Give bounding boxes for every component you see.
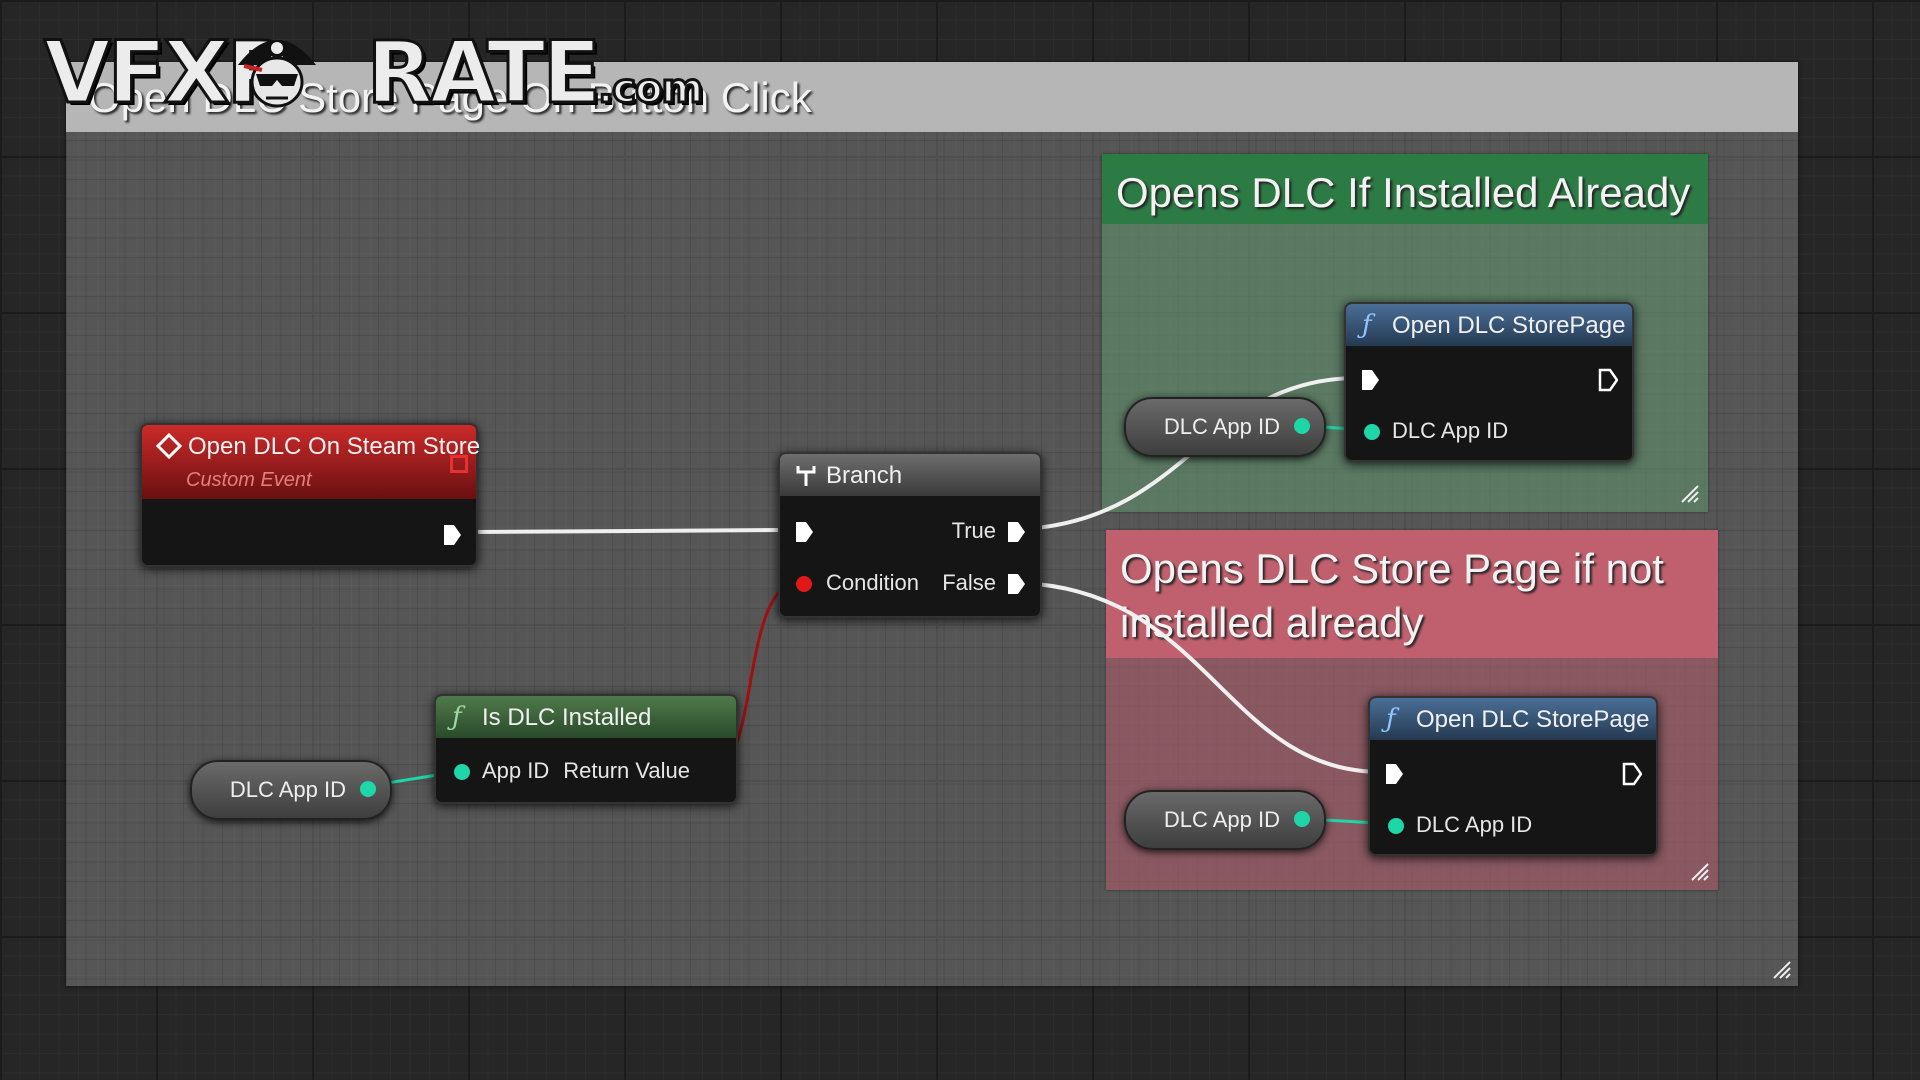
delegate-pin-icon[interactable] <box>450 455 468 473</box>
exec-out-pin-icon[interactable] <box>1598 368 1618 392</box>
app-id-label: App ID <box>482 758 550 783</box>
branch-node-header[interactable]: Branch <box>780 454 1040 496</box>
dlc-app-id-label-bottom: DLC App ID <box>1416 812 1533 837</box>
condition-pin-icon[interactable] <box>796 576 812 592</box>
dlc-app-id-variable-top[interactable]: DLC App ID <box>1124 397 1326 457</box>
dlc-app-id-in-pin-icon[interactable] <box>1388 818 1404 834</box>
variable-out-pin-icon[interactable] <box>360 781 376 797</box>
dlc-app-id-variable-left[interactable]: DLC App ID <box>190 760 392 820</box>
open-store-page-node-top[interactable]: ƒ Open DLC StorePage DLC App ID <box>1344 302 1634 462</box>
event-node-title: Open DLC On Steam Store <box>188 433 481 460</box>
exec-in-pin-icon[interactable] <box>1384 762 1404 786</box>
branch-node[interactable]: Branch True Condition False <box>778 452 1042 618</box>
main-comment-title-bar[interactable]: Open DLC Store Page On Button Click <box>66 62 1798 132</box>
comment-title-installed: Opens DLC If Installed Already <box>1116 169 1691 216</box>
app-id-in-pin-icon[interactable] <box>454 764 470 780</box>
open-store-page-header-bottom[interactable]: ƒ Open DLC StorePage <box>1370 698 1656 740</box>
exec-out-pin-icon[interactable] <box>442 523 462 547</box>
resize-handle-icon[interactable] <box>1690 862 1710 882</box>
is-dlc-installed-title: Is DLC Installed <box>482 704 652 731</box>
exec-out-pin-icon[interactable] <box>1622 762 1642 786</box>
open-store-page-title-top: Open DLC StorePage <box>1392 312 1626 339</box>
function-icon: ƒ <box>452 702 462 732</box>
variable-label: DLC App ID <box>1163 414 1280 439</box>
exec-false-pin-icon[interactable] <box>1006 572 1026 596</box>
event-node-header[interactable]: Open DLC On Steam Store Custom Event <box>142 425 480 499</box>
variable-out-pin-icon[interactable] <box>1294 811 1310 827</box>
main-comment-title: Open DLC Store Page On Button Click <box>88 74 812 121</box>
event-node-subtitle: Custom Event <box>186 469 312 491</box>
dlc-app-id-variable-bottom[interactable]: DLC App ID <box>1124 790 1326 850</box>
resize-handle-icon[interactable] <box>1680 484 1700 504</box>
branch-true-label: True <box>951 518 996 543</box>
variable-out-pin-icon[interactable] <box>1294 418 1310 434</box>
branch-false-label: False <box>942 570 996 595</box>
is-dlc-installed-header[interactable]: ƒ Is DLC Installed <box>436 696 736 738</box>
branch-condition-label: Condition <box>826 570 919 595</box>
exec-true-pin-icon[interactable] <box>1006 520 1026 544</box>
open-store-page-node-bottom[interactable]: ƒ Open DLC StorePage DLC App ID <box>1368 696 1658 856</box>
dlc-app-id-label-top: DLC App ID <box>1392 418 1509 443</box>
resize-handle-icon[interactable] <box>1772 960 1792 980</box>
function-icon: ƒ <box>1386 704 1396 734</box>
open-store-page-header-top[interactable]: ƒ Open DLC StorePage <box>1346 304 1632 346</box>
event-diamond-icon <box>156 433 182 459</box>
pirate-skull-icon <box>237 40 317 108</box>
branch-node-title: Branch <box>826 462 903 489</box>
comment-header-installed[interactable]: Opens DLC If Installed Already <box>1102 154 1708 224</box>
event-node[interactable]: Open DLC On Steam Store Custom Event <box>140 423 480 567</box>
is-dlc-installed-node[interactable]: ƒ Is DLC Installed App ID Return Value <box>434 694 1558 804</box>
function-icon: ƒ <box>1362 310 1372 340</box>
variable-label: DLC App ID <box>1163 807 1280 832</box>
exec-in-pin-icon[interactable] <box>1360 368 1380 392</box>
return-value-label: Return Value <box>563 758 690 783</box>
open-store-page-title-bottom: Open DLC StorePage <box>1416 706 1650 733</box>
comment-header-not-installed[interactable]: Opens DLC Store Page if not installed al… <box>1106 530 1718 658</box>
comment-title-not-installed: Opens DLC Store Page if not installed al… <box>1120 545 1664 646</box>
variable-label: DLC App ID <box>229 777 346 802</box>
exec-in-pin-icon[interactable] <box>794 520 814 544</box>
branch-icon <box>796 466 816 486</box>
dlc-app-id-in-pin-icon[interactable] <box>1364 424 1380 440</box>
